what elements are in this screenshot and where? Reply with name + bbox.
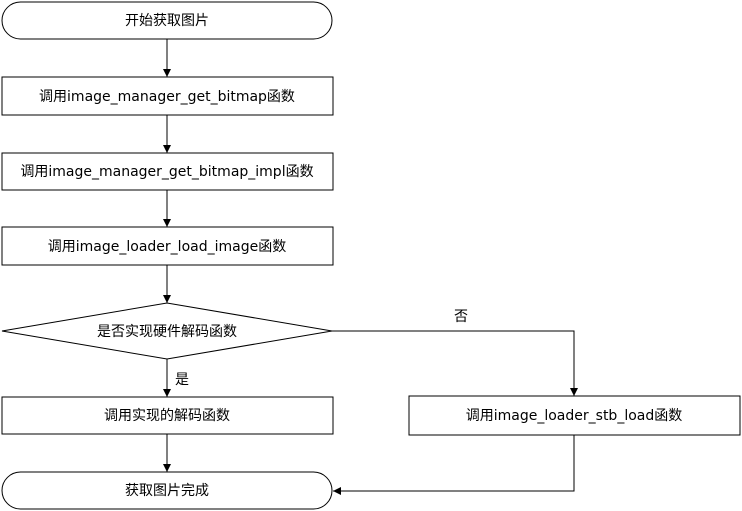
node-hwdecode-label: 调用实现的解码函数 [104, 408, 230, 424]
node-call1-label: 调用image_manager_get_bitmap函数 [39, 89, 295, 105]
edge-label-no: 否 [454, 309, 468, 325]
process-shape [1, 152, 334, 191]
node-stbload: 调用image_loader_stb_load函数 [408, 395, 741, 436]
edge-label-yes: 是 [175, 372, 189, 388]
node-start-label: 开始获取图片 [125, 13, 209, 29]
process-shape [408, 395, 741, 436]
process-shape [1, 76, 334, 116]
node-call1: 调用image_manager_get_bitmap函数 [1, 76, 334, 116]
node-start: 开始获取图片 [1, 1, 333, 40]
node-end: 获取图片完成 [1, 471, 333, 510]
node-call2-label: 调用image_manager_get_bitmap_impl函数 [20, 164, 313, 180]
node-stbload-label: 调用image_loader_stb_load函数 [466, 408, 683, 424]
edge-stbload-to-end [333, 435, 575, 495]
terminator-shape [1, 471, 333, 510]
node-hwdecode: 调用实现的解码函数 [1, 396, 334, 435]
process-shape [1, 226, 334, 266]
terminator-shape [1, 1, 333, 40]
node-call3-label: 调用image_loader_load_image函数 [48, 239, 286, 255]
node-decision: 是否实现硬件解码函数 [1, 302, 333, 360]
node-call2: 调用image_manager_get_bitmap_impl函数 [1, 152, 334, 191]
edges [163, 39, 578, 495]
node-decision-label: 是否实现硬件解码函数 [97, 324, 237, 340]
process-shape [1, 396, 334, 435]
node-call3: 调用image_loader_load_image函数 [1, 226, 334, 266]
decision-shape [1, 302, 333, 360]
node-end-label: 获取图片完成 [125, 483, 209, 499]
edge-decision-to-stbload [332, 330, 578, 396]
